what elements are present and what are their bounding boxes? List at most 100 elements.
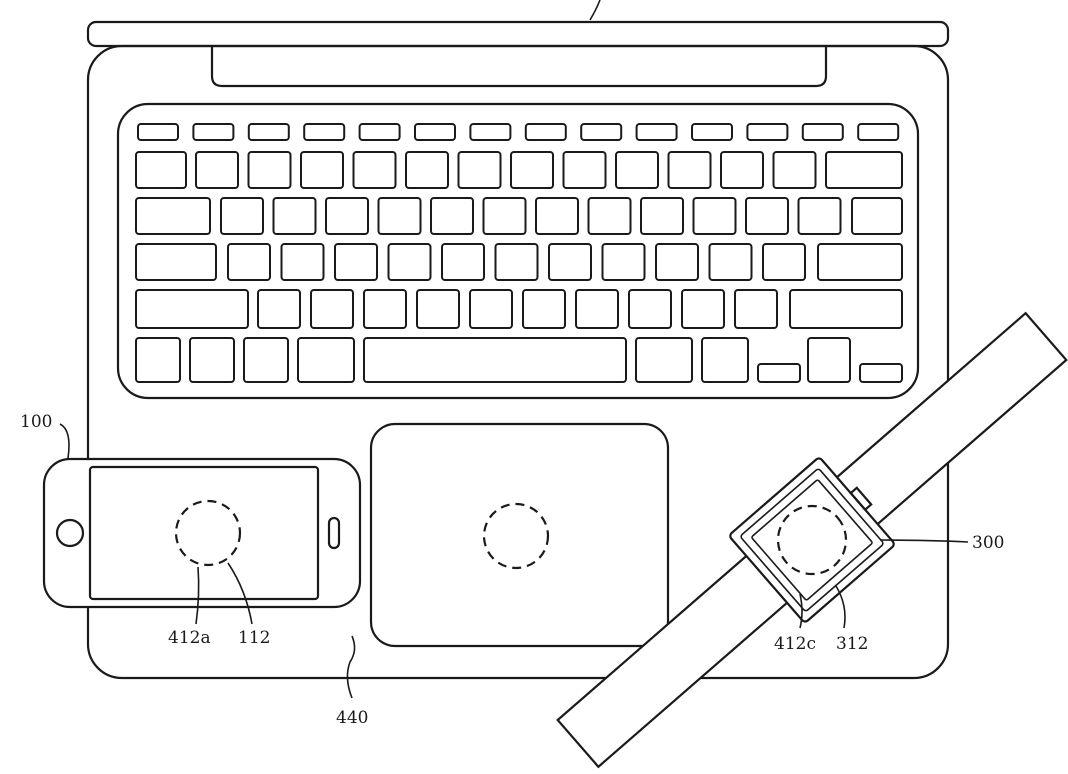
keyboard-key (825, 151, 903, 189)
keyboard-key (801, 123, 844, 141)
watch-charging-coil (776, 504, 848, 576)
keyboard-key (303, 123, 346, 141)
keyboard-key (482, 197, 527, 235)
keyboard-key (363, 337, 627, 383)
keyboard-key (247, 123, 290, 141)
keyboard-key (548, 243, 592, 281)
lead-lines (59, 423, 969, 699)
laptop-lid-edge (86, 20, 950, 48)
label-phone-coil: 412a (168, 628, 211, 648)
keyboard-key (135, 197, 211, 235)
keyboard-key (247, 151, 292, 189)
keyboard-key (494, 243, 539, 281)
keyboard-key (640, 197, 684, 235)
keyboard-key (789, 289, 903, 329)
label-phone: 100 (20, 412, 52, 432)
trackpad-charging-coil (482, 502, 550, 570)
phone (42, 457, 362, 609)
keyboard-key (441, 243, 485, 281)
phone-charging-coil (174, 499, 242, 567)
keyboard-key (734, 289, 778, 329)
keyboard-key (628, 289, 672, 329)
lead-300 (879, 539, 969, 543)
phone-side-port (327, 516, 341, 550)
keyboard-key (746, 123, 789, 141)
lead-112 (227, 562, 253, 625)
keyboard-key (635, 123, 678, 141)
lead-100 (59, 423, 70, 459)
keyboard-key (300, 151, 344, 189)
keyboard-key (575, 289, 619, 329)
label-watch: 300 (972, 533, 1004, 553)
keyboard-key (510, 151, 554, 189)
keyboard-key (387, 243, 432, 281)
keyboard-key (352, 151, 397, 189)
keyboard-key (587, 197, 632, 235)
keyboard-key (416, 289, 460, 329)
keyboard-key (681, 289, 725, 329)
keyboard-key (797, 197, 842, 235)
keyboard-key (243, 337, 289, 383)
keyboard-key (708, 243, 753, 281)
keyboard-key (358, 123, 401, 141)
keyboard-key (135, 337, 181, 383)
keyboard-key (469, 289, 513, 329)
keyboard-key (192, 123, 235, 141)
watch-case-inner (740, 468, 884, 612)
keyboard-key (601, 243, 646, 281)
keyboard-key (762, 243, 806, 281)
keyboard-key (297, 337, 355, 383)
keyboard-key (524, 123, 567, 141)
label-laptop-surface: 440 (336, 708, 368, 728)
watch-screen (751, 479, 873, 601)
keyboard-key (272, 197, 317, 235)
keyboard-key (580, 123, 623, 141)
keyboard-key (535, 197, 579, 235)
keyboard-key (334, 243, 378, 281)
keyboard-key (405, 151, 449, 189)
lead-412c (799, 593, 803, 629)
keyboard-key (469, 123, 512, 141)
keyboard-key (135, 243, 217, 281)
keyboard-key (522, 289, 566, 329)
keyboard-key (772, 151, 817, 189)
keyboard-key (363, 289, 407, 329)
lid-lead-line (589, 0, 601, 21)
keyboard-key (135, 151, 187, 189)
laptop (86, 0, 950, 680)
lead-412a (195, 566, 200, 625)
lead-312 (835, 585, 846, 629)
keyboard-key (691, 123, 733, 141)
keyboard-key (189, 337, 235, 383)
keyboard-key (280, 243, 325, 281)
keyboard-key (377, 197, 422, 235)
keyboard-key (562, 151, 607, 189)
watch (556, 311, 1068, 769)
keyboard-key (817, 243, 903, 281)
keyboard-key (667, 151, 712, 189)
label-watch-coil: 412c (774, 634, 816, 654)
keyboard-well (116, 102, 920, 400)
keyboard-key (745, 197, 789, 235)
home-button (55, 518, 85, 548)
watch-crown (849, 486, 873, 512)
trackpad (369, 422, 670, 648)
keyboard-key (325, 197, 369, 235)
phone-body (42, 457, 362, 609)
phone-screen (88, 465, 320, 601)
keyboard-key (135, 289, 249, 329)
keyboard-key (635, 337, 693, 383)
keyboard-key (310, 289, 354, 329)
keyboard-key (692, 197, 737, 235)
label-watch-region: 312 (836, 634, 868, 654)
keyboard-key (430, 197, 474, 235)
keyboard-key (701, 337, 749, 383)
keyboard-key (195, 151, 239, 189)
keyboard-key (220, 197, 264, 235)
keyboard-key (720, 151, 764, 189)
keyboard-key (227, 243, 271, 281)
laptop-base (86, 44, 950, 680)
keyboard-keys (135, 123, 903, 383)
